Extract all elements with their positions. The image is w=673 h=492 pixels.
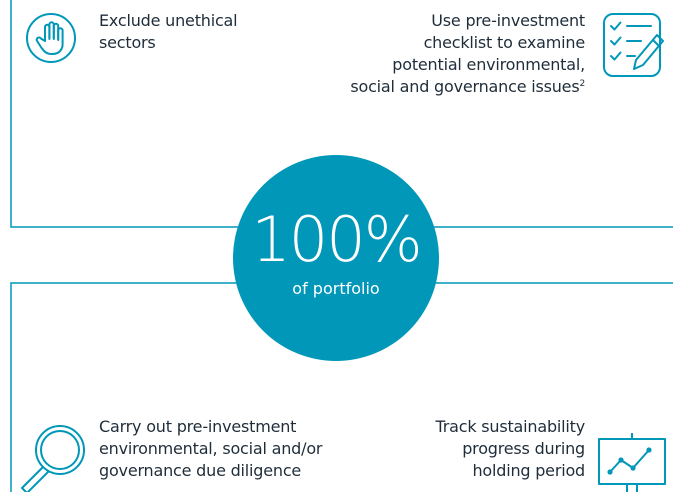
magnifier-icon	[21, 425, 85, 492]
item-exclude-sectors: Exclude unethical sectors	[99, 10, 238, 54]
footnote-marker: 2	[579, 79, 585, 89]
item-text-line: checklist to examine	[423, 33, 586, 52]
hand-stop-icon	[26, 13, 76, 63]
trend-chart-icon	[598, 433, 666, 492]
item-track-sustainability: Track sustainability progress during hol…	[435, 416, 586, 482]
item-text-line: Use pre-investment	[431, 11, 585, 30]
item-pre-investment-checklist: Use pre-investment checklist to examine …	[350, 10, 585, 98]
item-text-line: Carry out pre-investment	[99, 417, 297, 436]
item-text-line: Exclude unethical	[99, 11, 238, 30]
item-text-line: social and governance issues2	[350, 76, 585, 98]
item-text-line: sectors	[99, 33, 156, 52]
coverage-caption: of portfolio	[292, 279, 380, 298]
item-text-line: Track sustainability	[435, 417, 586, 436]
checklist-pencil-icon	[603, 13, 664, 77]
item-due-diligence: Carry out pre-investment environmental, …	[99, 416, 322, 482]
coverage-value: 100%	[251, 203, 422, 276]
item-text-line: holding period	[472, 461, 585, 480]
portfolio-coverage-circle: 100% of portfolio	[233, 155, 439, 361]
item-text-line: governance due diligence	[99, 461, 302, 480]
item-text-line: potential environmental,	[392, 55, 585, 74]
item-text-line: environmental, social and/or	[99, 439, 323, 458]
item-text-line: progress during	[462, 439, 585, 458]
item-text-line-4: social and governance issues	[350, 77, 580, 96]
